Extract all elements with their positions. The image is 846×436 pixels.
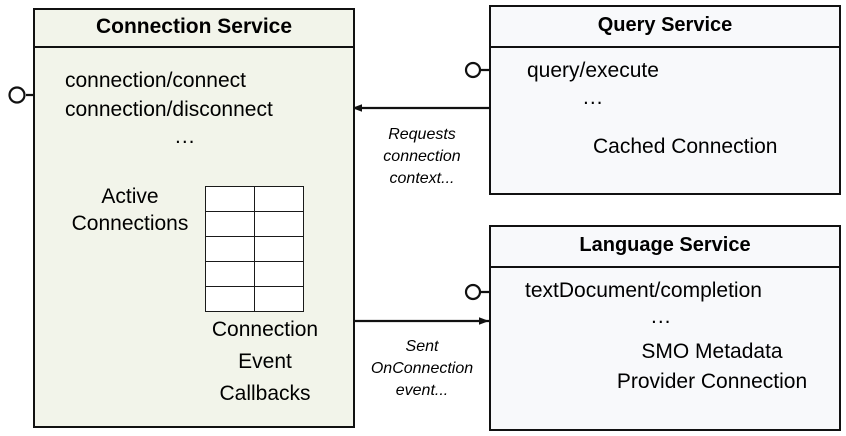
operation-connection-connect[interactable]: connection/connect — [65, 69, 246, 92]
grid-cell — [205, 236, 255, 262]
connection-service-ellipsis: ... — [175, 125, 196, 148]
component-language-service[interactable]: Language Service textDocument/completion… — [489, 225, 841, 431]
table-row — [205, 236, 304, 262]
query-service-title: Query Service — [491, 7, 839, 48]
component-query-service[interactable]: Query Service query/execute ... Cached C… — [489, 5, 841, 195]
grid-cell — [254, 261, 304, 287]
flow-label-line2: OnConnection — [370, 360, 474, 377]
operation-connection-disconnect[interactable]: connection/disconnect — [65, 98, 273, 121]
query-service-body: query/execute ... Cached Connection — [491, 48, 839, 193]
connection-service-title: Connection Service — [35, 10, 353, 48]
smo-metadata-label-line2: Provider Connection — [616, 370, 808, 393]
connection-event-callbacks-grid[interactable] — [205, 186, 304, 312]
operation-query-execute[interactable]: query/execute — [527, 59, 659, 82]
flow-label-sent-onconnection-event: Sent OnConnection event... — [356, 336, 488, 402]
language-service-body: textDocument/completion ... SMO Metadata… — [491, 268, 839, 429]
flow-label-line3: event... — [395, 382, 449, 399]
language-service-ellipsis: ... — [651, 305, 672, 328]
connection-service-body: connection/connect connection/disconnect… — [35, 48, 353, 426]
callbacks-label-line2: Event — [238, 350, 292, 373]
active-connections-label-line1: Active — [101, 185, 159, 208]
table-row — [205, 186, 304, 212]
grid-cell — [254, 186, 304, 212]
grid-cell — [254, 236, 304, 262]
smo-metadata-label-line1: SMO Metadata — [641, 340, 783, 363]
callbacks-label-line3: Callbacks — [219, 382, 311, 405]
cached-connection-label: Cached Connection — [593, 135, 778, 158]
grid-body — [205, 186, 304, 312]
flow-label-line1: Sent — [405, 338, 439, 355]
callbacks-label-line1: Connection — [211, 318, 319, 341]
table-row — [205, 211, 304, 237]
grid-cell — [205, 186, 255, 212]
table-row — [205, 261, 304, 287]
grid-cell — [205, 286, 255, 312]
grid-cell — [205, 211, 255, 237]
flow-label-requests-connection-context: Requests connection context... — [358, 124, 486, 190]
grid-cell — [254, 286, 304, 312]
flow-label-line3: context... — [389, 170, 455, 187]
operation-textdocument-completion[interactable]: textDocument/completion — [525, 279, 762, 302]
active-connections-label-line2: Connections — [71, 212, 189, 235]
table-row — [205, 286, 304, 312]
query-service-ellipsis: ... — [583, 86, 604, 109]
component-connection-service[interactable]: Connection Service connection/connect co… — [33, 8, 355, 428]
language-service-title: Language Service — [491, 227, 839, 268]
flow-label-line2: connection — [383, 148, 461, 165]
grid-cell — [205, 261, 255, 287]
grid-cell — [254, 211, 304, 237]
flow-label-line1: Requests — [388, 126, 456, 143]
